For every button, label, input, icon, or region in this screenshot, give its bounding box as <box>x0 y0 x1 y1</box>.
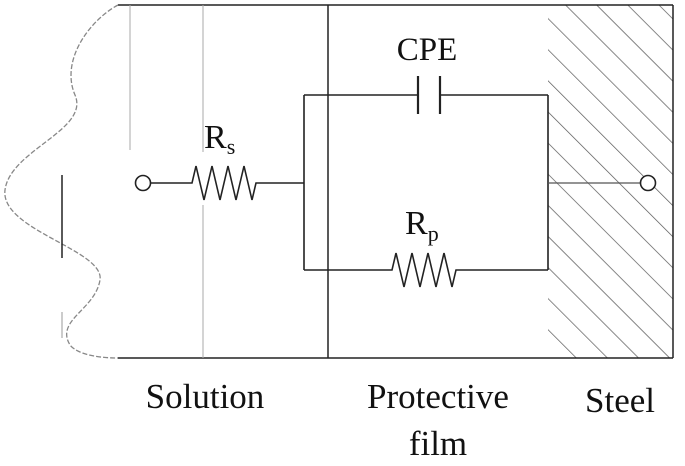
rs-label: Rs <box>204 119 235 159</box>
cpe-element <box>416 76 442 114</box>
parallel-branch <box>303 94 549 270</box>
cpe-label: CPE <box>397 32 458 68</box>
left-terminal <box>134 174 152 192</box>
solution-wavy-boundary <box>4 4 119 359</box>
rs-label-subscript: s <box>227 134 236 159</box>
protective-film-label-line1: Protective <box>367 377 509 416</box>
rp-label-main: R <box>405 205 428 242</box>
rs-label-main: R <box>204 119 227 156</box>
outer-frame <box>118 4 674 359</box>
rp-label-subscript: p <box>428 221 439 246</box>
rs-resistor <box>151 165 304 201</box>
protective-film-label-line2: film <box>409 424 467 463</box>
steel-label: Steel <box>585 381 655 420</box>
solution-guide-lines <box>61 5 204 358</box>
solution-label: Solution <box>146 377 265 416</box>
rp-resistor <box>304 252 548 288</box>
right-terminal <box>639 174 657 192</box>
rp-label: Rp <box>405 205 439 246</box>
